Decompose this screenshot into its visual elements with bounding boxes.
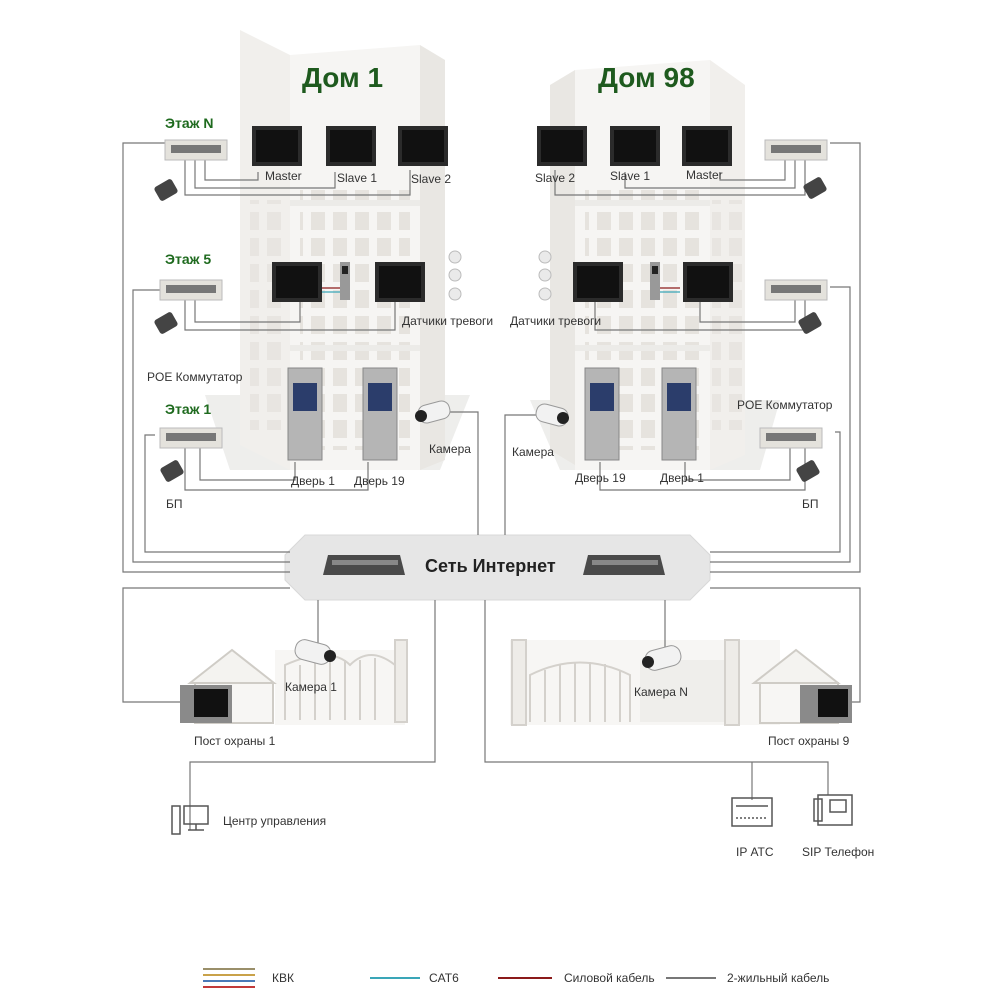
gate-left bbox=[275, 639, 408, 725]
door-19-left: Дверь 19 bbox=[354, 474, 405, 488]
poe-switch-left-n bbox=[164, 139, 228, 161]
floor-5-left: Этаж 5 bbox=[165, 251, 212, 267]
control-center-label: Центр управления bbox=[223, 814, 327, 828]
power-supply-label-right: БП bbox=[802, 497, 819, 511]
ip-pbx-icon bbox=[731, 797, 773, 827]
floor-1-left: Этаж 1 bbox=[165, 401, 212, 417]
power-supply-icon bbox=[154, 177, 827, 482]
monitor-slave2-right: Slave 2 bbox=[535, 171, 576, 185]
monitor-slave1-left: Slave 1 bbox=[337, 171, 378, 185]
guard-post-1-label: Пост охраны 1 bbox=[194, 734, 276, 748]
camera-1-label: Камера 1 bbox=[285, 680, 337, 694]
door-1-right: Дверь 1 bbox=[660, 471, 704, 485]
legend-kvk-swatch bbox=[203, 968, 255, 988]
floor-n-left: Этаж N bbox=[165, 115, 214, 131]
legend-cat6: CAT6 bbox=[429, 971, 459, 985]
cables bbox=[122, 142, 861, 830]
poe-switch-right-5 bbox=[764, 279, 828, 301]
guard-post-9-label: Пост охраны 9 bbox=[768, 734, 850, 748]
sip-phone-icon bbox=[813, 794, 853, 826]
monitor-master-right: Master bbox=[686, 168, 723, 182]
legend-power-cable: Силовой кабель bbox=[564, 971, 655, 985]
monitor-slave1-right: Slave 1 bbox=[610, 169, 651, 183]
door-19-right: Дверь 19 bbox=[575, 471, 626, 485]
alarm-sensors-right: Датчики тревоги bbox=[510, 314, 602, 328]
internet-panel bbox=[284, 534, 711, 601]
door-panel-icon bbox=[287, 367, 697, 461]
legend-two-wire: 2-жильный кабель bbox=[727, 971, 830, 985]
monitor-icon bbox=[180, 126, 852, 723]
camera-icon bbox=[294, 400, 682, 671]
camera-n-label: Камера N bbox=[634, 685, 688, 699]
poe-switch-right-1 bbox=[759, 427, 823, 449]
internet-label: Сеть Интернет bbox=[425, 556, 556, 576]
poe-switch-label-right: POE Коммутатор bbox=[737, 398, 833, 412]
control-center-icon bbox=[171, 805, 209, 835]
network-switch-icon bbox=[323, 555, 665, 575]
house-left-title: Дом 1 bbox=[302, 62, 384, 93]
camera-label-right: Камера bbox=[512, 445, 554, 459]
monitor-master-left: Master bbox=[265, 169, 302, 183]
poe-switch-right-n bbox=[764, 139, 828, 161]
poe-switch-left-5 bbox=[159, 279, 223, 301]
door-1-left: Дверь 1 bbox=[291, 474, 335, 488]
sip-phone-label: SIP Телефон bbox=[802, 845, 875, 859]
camera-label-left: Камера bbox=[429, 442, 471, 456]
poe-switch-left-1 bbox=[159, 427, 223, 449]
gate-right bbox=[510, 639, 780, 726]
alarm-sensor-icon bbox=[448, 250, 552, 301]
monitor-slave2-left: Slave 2 bbox=[411, 172, 452, 186]
power-supply-label-left: БП bbox=[166, 497, 183, 511]
ip-pbx-label: IP АТС bbox=[736, 845, 774, 859]
alarm-sensors-left: Датчики тревоги bbox=[402, 314, 494, 328]
door-phone-icon bbox=[340, 262, 660, 300]
poe-switch-label-left: POE Коммутатор bbox=[147, 370, 243, 384]
legend-kvk: КВК bbox=[272, 971, 294, 985]
house-right-title: Дом 98 bbox=[598, 62, 695, 93]
